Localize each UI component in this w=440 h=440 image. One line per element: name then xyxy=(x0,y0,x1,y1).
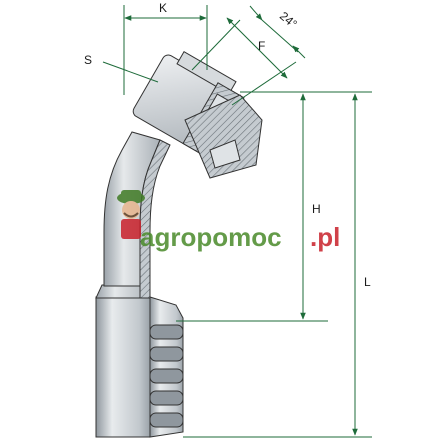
dim-label-f: F xyxy=(258,39,265,53)
dimension-lines xyxy=(102,5,372,438)
crimp-grooves xyxy=(149,324,184,428)
tube-section xyxy=(139,139,171,299)
nut-section xyxy=(184,94,263,179)
ferrule xyxy=(95,296,184,438)
farmer-mascot-icon xyxy=(117,190,145,239)
dim-label-h: H xyxy=(312,202,321,216)
seat-cone xyxy=(209,139,241,169)
dim-label-angle: 24° xyxy=(277,9,300,32)
dim-label-s: S xyxy=(84,53,92,67)
watermark-logo: agropomoc .pl xyxy=(117,190,340,252)
dim-label-l: L xyxy=(364,275,371,289)
dim-label-k: K xyxy=(159,1,167,15)
watermark-tld: .pl xyxy=(310,222,340,252)
watermark-brand: agropomoc xyxy=(140,222,282,252)
